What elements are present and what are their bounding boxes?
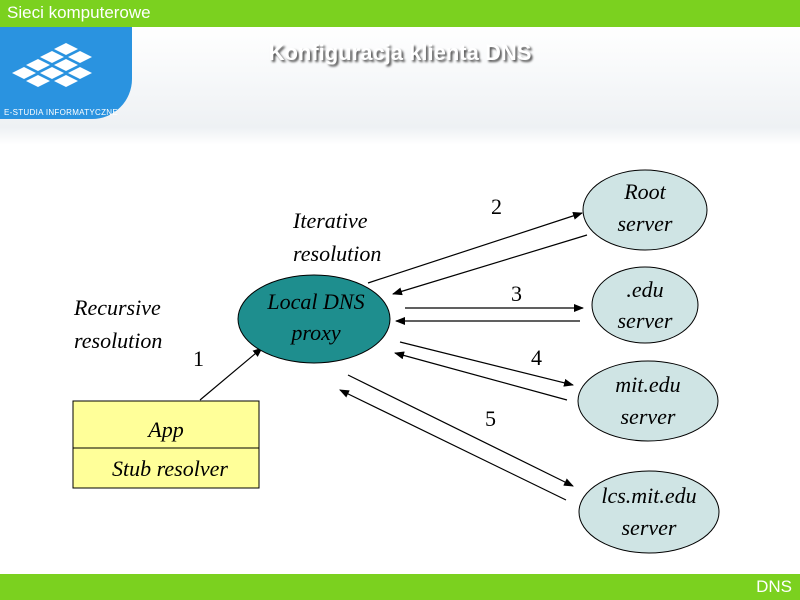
step-number-4: 4 xyxy=(531,345,542,370)
edu-server-line1: .edu xyxy=(626,277,663,302)
recursive-label-line2: resolution xyxy=(74,328,162,353)
arrow-from-mit xyxy=(394,351,568,401)
arrow-to-lcs xyxy=(347,374,574,487)
slide-title: Konfiguracja klienta DNS xyxy=(268,40,532,65)
proxy-label-line2: proxy xyxy=(289,320,341,345)
lcs-server-line2: server xyxy=(622,515,677,540)
top-bar: Sieci komputerowe xyxy=(0,0,800,27)
bottom-bar: DNS xyxy=(0,574,800,600)
header-band xyxy=(0,27,800,145)
lcs-server-line1: lcs.mit.edu xyxy=(601,483,696,508)
mit-server-node xyxy=(577,360,719,442)
course-title: Sieci komputerowe xyxy=(7,3,151,22)
logo-grid-icon xyxy=(12,43,92,87)
arrow-from-root xyxy=(392,234,588,296)
edu-server-node xyxy=(591,266,699,344)
arrow-step1 xyxy=(199,347,263,401)
arrow-to-mit xyxy=(399,341,574,387)
mit-server-line2: server xyxy=(621,404,676,429)
local-dns-proxy-node xyxy=(237,274,391,364)
iterative-label-line2: resolution xyxy=(293,241,381,266)
proxy-label-line1: Local DNS xyxy=(266,289,364,314)
step-number-2: 2 xyxy=(491,194,502,219)
root-server-line2: server xyxy=(618,211,673,236)
app-label: App xyxy=(146,417,183,442)
root-server-node xyxy=(582,169,708,251)
arrow-from-lcs xyxy=(339,389,567,501)
logo xyxy=(0,27,132,119)
logo-text: E-STUDIA INFORMATYCZNE xyxy=(4,108,119,117)
section-label: DNS xyxy=(756,577,792,596)
step-number-5: 5 xyxy=(485,406,496,431)
arrow-to-root xyxy=(367,211,583,284)
recursive-label-line1: Recursive xyxy=(73,295,161,320)
edu-server-line2: server xyxy=(618,308,673,333)
lcs-server-node xyxy=(578,470,720,554)
step-number-3: 3 xyxy=(511,281,522,306)
client-box xyxy=(72,400,260,489)
root-server-line1: Root xyxy=(623,179,666,204)
mit-server-line1: mit.edu xyxy=(615,372,680,397)
iterative-label-line1: Iterative xyxy=(292,208,368,233)
stub-resolver-label: Stub resolver xyxy=(112,456,228,481)
step-number-1: 1 xyxy=(193,346,204,371)
